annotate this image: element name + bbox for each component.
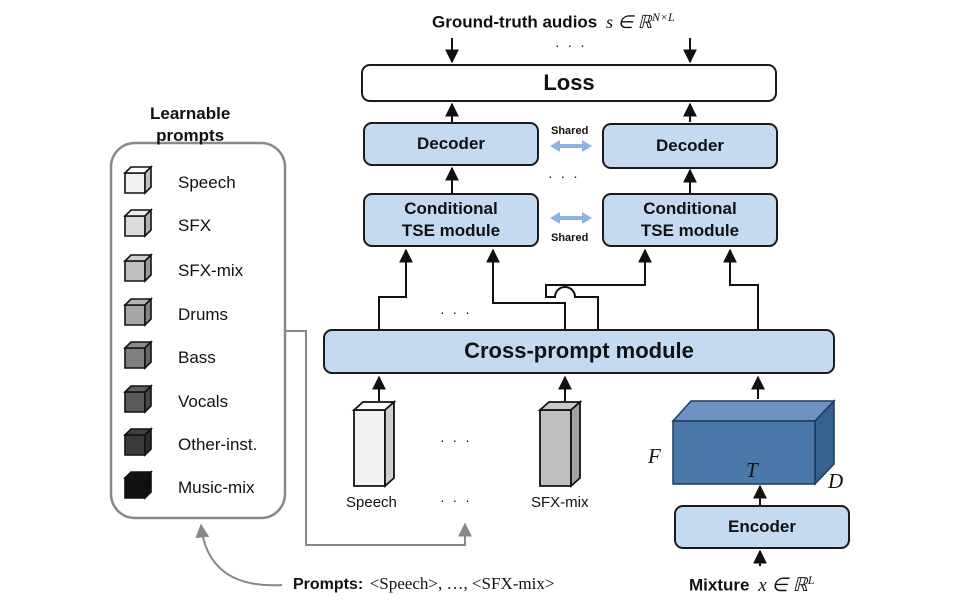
prompt-cube-speech [123,165,153,195]
cross-ellipsis: · · · [440,304,472,320]
speech-column-label: Speech [346,494,397,511]
tse-right-line1: Conditional [643,198,737,218]
prompt-cube-other-inst [123,427,153,457]
mixture-math: x ∈ ℝ [758,574,808,596]
ground-truth-sup: N×L [651,10,675,24]
prompts-caption: Prompts: <Speech>, …, <SFX-mix> [293,574,554,594]
learnable-prompts-container [109,141,287,520]
column-ellipsis: · · · [440,432,472,448]
prompts-to-learnable-curve [195,523,283,587]
learnable-prompt-label: Vocals [178,392,229,411]
top-ellipsis: · · · [555,37,587,53]
tse-module-left: Conditional TSE module [363,193,539,247]
cross-to-tse-left-a [378,248,413,329]
cross-to-tse-right-a [545,248,652,329]
learnable-prompt-label: Speech [178,173,236,192]
tse-right-line2: TSE module [640,221,740,240]
prompt-cubes [123,165,153,500]
learnable-prompt-label: Music-mix [178,478,255,497]
ground-truth-label: Ground-truth audios s ∈ ℝN×L [432,10,675,32]
ground-truth-math: s ∈ ℝ [606,11,652,32]
learnable-title-line1: Learnable [150,104,231,123]
decoder-right: Decoder [602,123,778,169]
learnable-prompt-label: Drums [178,305,229,324]
loss-box: Loss [361,64,777,102]
prompt-cube-drums [123,297,153,327]
mixture-label: Mixture x ∈ ℝL [689,573,815,596]
encoder-box: Encoder [674,505,850,549]
sfxmix-column-label: SFX-mix [531,494,589,511]
learnable-prompt-label: Other-inst. [178,435,258,454]
dim-d: D [828,469,844,493]
mixture-sup: L [807,573,815,587]
feature-tensor [671,399,836,486]
prompts-caption-text: <Speech>, …, <SFX-mix> [369,574,555,593]
tse-left-line2: TSE module [401,221,501,240]
learnable-prompt-label: SFX [178,216,212,235]
prompts-to-columns-line [286,330,472,546]
shared-label-top: Shared [551,125,589,137]
shared-label-bottom: Shared [551,232,589,244]
tse-left-line1: Conditional [404,198,498,218]
prompt-cube-vocals [123,384,153,414]
learnable-prompts-title: Learnable prompts [150,103,230,147]
learnable-prompt-label: SFX-mix [178,261,244,280]
dim-f: F [648,444,661,468]
dim-t: T [746,458,758,482]
tse-module-right: Conditional TSE module [602,193,778,247]
sfxmix-column [537,399,583,489]
speech-column [351,399,397,489]
decoder-ellipsis: · · · [548,168,580,184]
learnable-prompt-label: Bass [178,348,216,367]
prompt-cube-bass [123,340,153,370]
prompt-cube-sfx-mix [123,253,153,283]
prompt-cube-sfx [123,208,153,238]
prompt-cube-music-mix [123,470,153,500]
cross-to-tse-left-b [486,248,566,329]
decoder-left: Decoder [363,122,539,166]
prompts-caption-label: Prompts: [293,576,364,593]
learnable-title-line2: prompts [156,126,225,145]
column-label-ellipsis: · · · [440,492,472,508]
cross-prompt-module: Cross-prompt module [323,329,835,374]
cross-to-tse-right-b [723,248,759,329]
